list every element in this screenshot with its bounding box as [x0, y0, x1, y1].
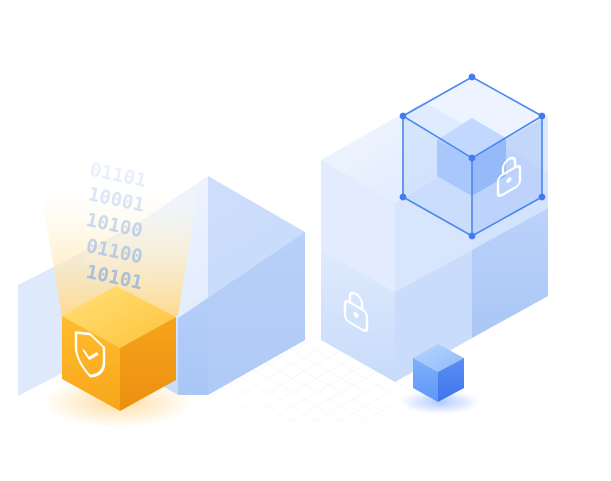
padlock-icon: [343, 291, 369, 333]
right-top-block-top: [321, 116, 472, 203]
orange-shield-cube: [62, 286, 176, 411]
padlock-icon-top: [496, 156, 522, 198]
shield-check-icon: [74, 331, 106, 378]
small-blue-cube: [413, 344, 464, 402]
vertex-handles: [399, 73, 546, 240]
orange-cube-top: [62, 286, 176, 348]
right-side-block: [472, 208, 548, 338]
right-top-block-left: [321, 160, 395, 292]
binary-code: 01101 10001 10100 01100 10101: [84, 159, 148, 295]
selected-lock-cube: [399, 73, 546, 240]
light-beam: [38, 175, 200, 316]
orange-cube-right: [120, 317, 176, 411]
right-front-block-right: [395, 250, 472, 382]
blue-glow: [400, 390, 480, 414]
